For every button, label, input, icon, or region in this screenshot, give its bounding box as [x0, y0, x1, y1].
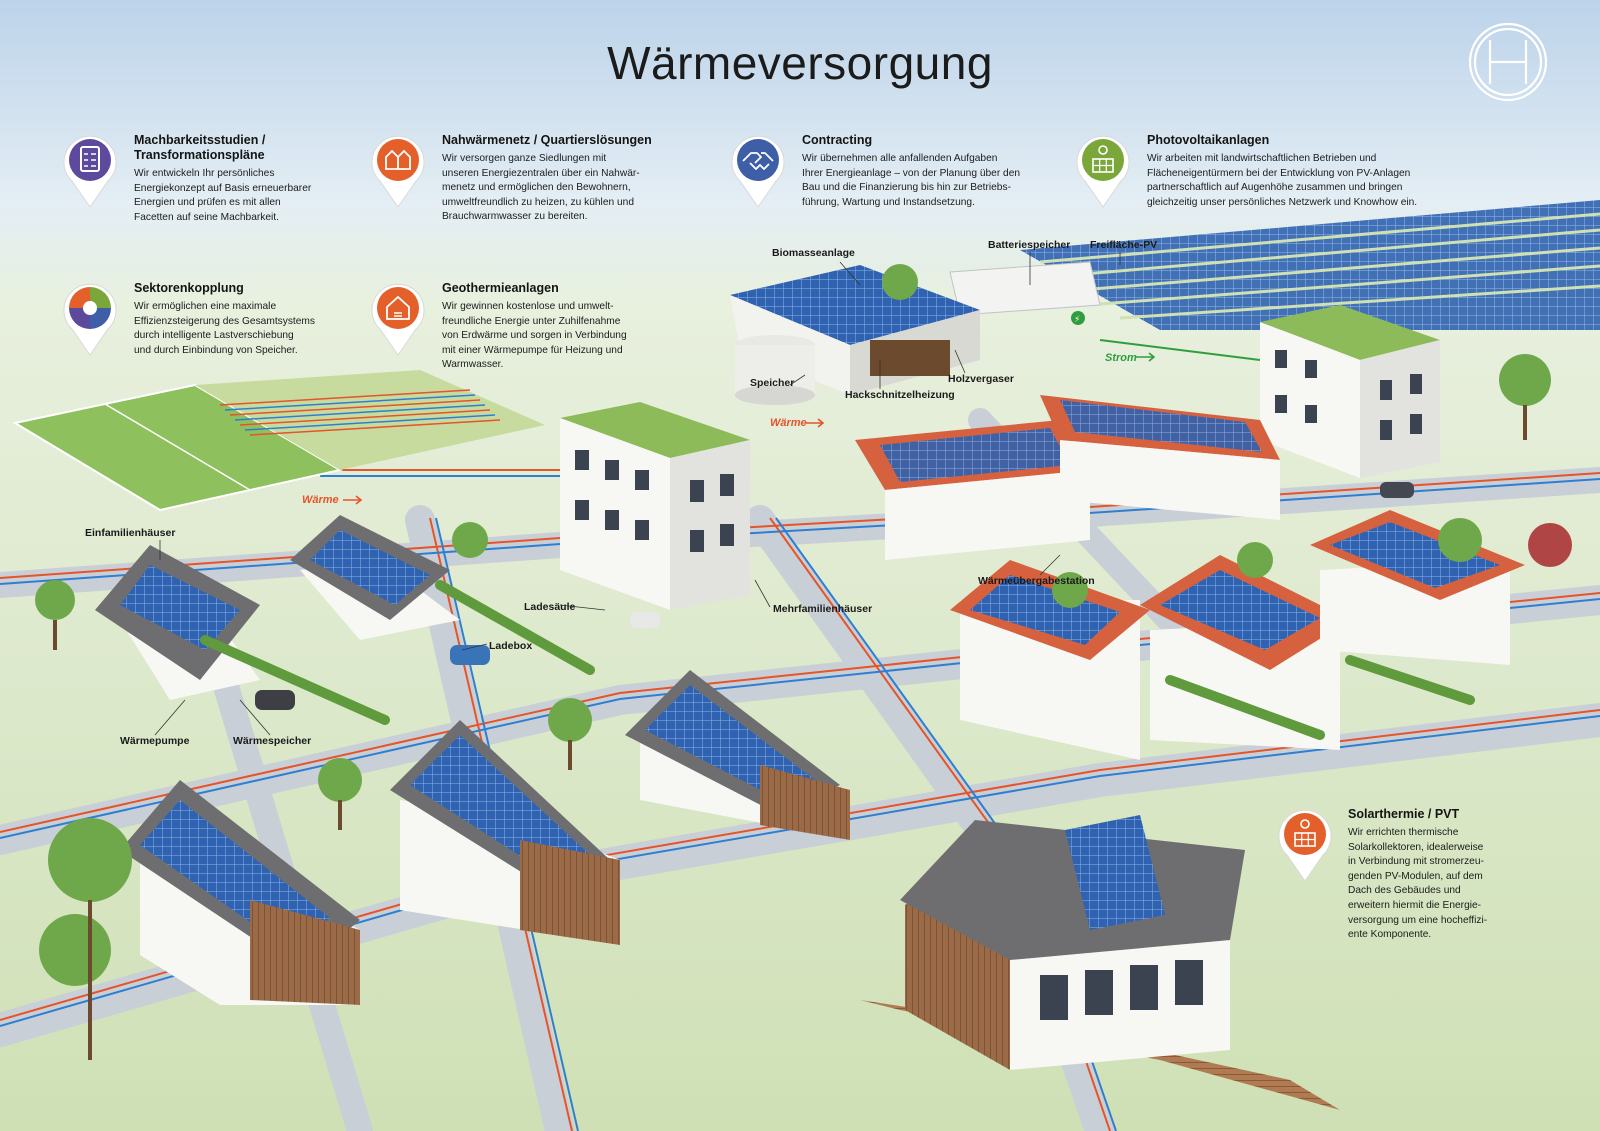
- info-text: Wir gewinnen kostenlose und umwelt- freu…: [442, 301, 627, 371]
- info-text: Wir übernehmen alle anfallenden Aufgaben…: [802, 153, 1021, 208]
- label-battery-storage: Batteriespeicher: [988, 239, 1071, 251]
- info-text: Wir arbeiten mit landwirtschaftlichen Be…: [1147, 153, 1418, 208]
- label-wallbox: Ladebox: [489, 640, 533, 652]
- info-box-photovoltaics: Photovoltaikanlagen Wir arbeiten mit lan…: [1147, 133, 1447, 210]
- solar-panel-icon: [1076, 135, 1130, 208]
- info-box-contracting: Contracting Wir übernehmen alle anfallen…: [802, 133, 1052, 210]
- lightning-icon: ⚡: [1074, 315, 1080, 325]
- info-title: Solarthermie / PVT: [1348, 807, 1460, 821]
- label-wood-chip-heating: Hackschnitzelheizung: [845, 389, 955, 401]
- info-box-solar-thermal: Solarthermie / PVT Wir errichten thermis…: [1348, 807, 1538, 943]
- sector-coupling-icon: [63, 283, 117, 356]
- info-box-feasibility: Machbarkeitsstudien / Transformationsplä…: [134, 133, 364, 225]
- info-title: Nahwärmenetz / Quartierslösungen: [442, 133, 652, 147]
- info-title: Sektorenkopplung: [134, 281, 244, 295]
- district-heating-icon: [371, 135, 425, 208]
- info-text: Wir errichten thermische Solarkollektore…: [1348, 827, 1488, 941]
- label-pv-field: Freifläche-PV: [1090, 239, 1158, 251]
- flow-label-heat-field: Wärme: [302, 494, 339, 506]
- hedges: [200, 580, 1475, 740]
- houses-bottom-row: [120, 670, 850, 1005]
- trees: [35, 354, 1572, 1060]
- flow-label-power: Strom: [1105, 352, 1137, 364]
- solar-thermal-icon: [1278, 809, 1332, 882]
- battery-storage: ⚡: [949, 261, 1101, 325]
- pv-field: [1020, 200, 1600, 330]
- biomass-plant: [730, 264, 980, 405]
- label-single-family-houses: Einfamilienhäuser: [85, 527, 176, 539]
- apartment-building-right: [1260, 305, 1440, 498]
- label-apartment-buildings: Mehrfamilienhäuser: [773, 603, 873, 615]
- label-wood-gasifier: Holzvergaser: [948, 373, 1014, 385]
- info-title: Machbarkeitsstudien / Transformationsplä…: [134, 133, 266, 162]
- info-title: Contracting: [802, 133, 873, 147]
- info-box-sector-coupling: Sektorenkopplung Wir ermöglichen eine ma…: [134, 281, 364, 358]
- terrace-houses: [855, 395, 1280, 560]
- label-heat-pump: Wärmepumpe: [120, 735, 190, 747]
- info-text: Wir versorgen ganze Siedlungen mit unser…: [442, 153, 640, 223]
- page-title: Wärmeversorgung: [607, 37, 993, 89]
- label-biomass-plant: Biomasseanlage: [772, 247, 855, 259]
- label-charging-station: Ladesäule: [524, 601, 576, 613]
- sports-field: [12, 370, 545, 512]
- label-heat-storage: Wärmespeicher: [233, 735, 312, 747]
- house-foreground: [860, 815, 1340, 1110]
- info-box-geothermal: Geothermieanlagen Wir gewinnen kostenlos…: [442, 281, 672, 373]
- houses-right: [950, 510, 1525, 760]
- info-text: Wir ermöglichen eine maximale Effizienzs…: [134, 301, 316, 356]
- apartment-building-center: [560, 402, 750, 628]
- info-box-district-heating: Nahwärmenetz / Quartierslösungen Wir ver…: [442, 133, 682, 225]
- label-storage: Speicher: [750, 377, 795, 389]
- label-heat-transfer-station: Wärmeübergabestation: [978, 575, 1095, 587]
- flow-label-heat-top: Wärme: [770, 417, 807, 429]
- info-title: Geothermieanlagen: [442, 281, 559, 295]
- clipboard-checklist-icon: [63, 135, 117, 208]
- company-logo: [1468, 22, 1548, 102]
- info-text: Wir entwickeln Ihr persönliches Energiek…: [134, 168, 312, 223]
- geothermal-house-icon: [371, 283, 425, 356]
- handshake-icon: [731, 135, 785, 208]
- info-title: Photovoltaikanlagen: [1147, 133, 1270, 147]
